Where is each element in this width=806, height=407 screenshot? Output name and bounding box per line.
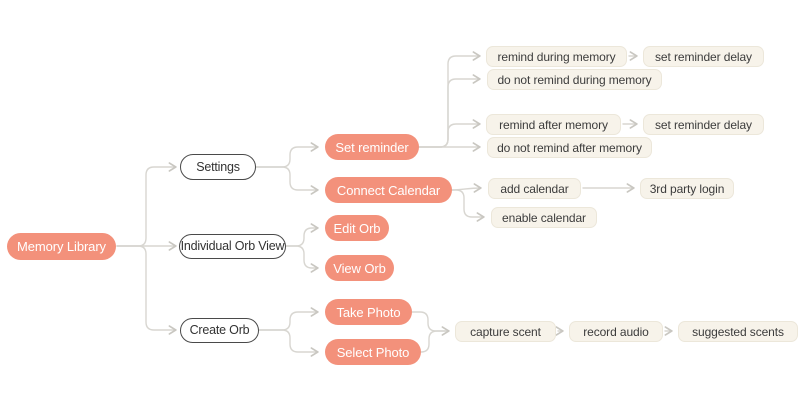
edge-select-photo-capture-scent — [420, 330, 447, 353]
edge-settings-set-reminder — [255, 142, 319, 168]
node-do-not-remind-during-memory: do not remind during memory — [487, 69, 662, 90]
node-do-not-remind-after-memory: do not remind after memory — [487, 137, 652, 158]
node-remind-during-memory: remind during memory — [486, 46, 627, 67]
node-connect-calendar: Connect Calendar — [325, 177, 452, 203]
edge-individual-orb-view-view-orb — [285, 245, 319, 273]
edge-create-orb-select-photo — [258, 329, 319, 357]
node-select-photo: Select Photo — [325, 339, 421, 365]
node-add-calendar: add calendar — [488, 178, 581, 199]
edge-take-photo-capture-scent — [411, 311, 450, 336]
node-set-reminder: Set reminder — [325, 134, 419, 160]
node-view-orb: View Orb — [325, 255, 394, 281]
node-edit-orb: Edit Orb — [325, 215, 389, 241]
edge-settings-connect-calendar — [255, 166, 319, 195]
edge-set-reminder-do-not-remind-during-memory — [418, 74, 481, 148]
node-set-reminder-delay-after: set reminder delay — [643, 114, 764, 135]
edge-memory-library-settings — [116, 162, 177, 247]
edge-connect-calendar-enable-calendar — [451, 189, 485, 222]
node-settings: Settings — [180, 154, 256, 180]
node-record-audio: record audio — [569, 321, 663, 342]
node-create-orb: Create Orb — [180, 318, 259, 343]
node-capture-scent: capture scent — [455, 321, 556, 342]
edge-memory-library-create-orb — [116, 245, 177, 335]
edge-set-reminder-remind-after-memory — [418, 119, 481, 148]
node-remind-after-memory: remind after memory — [486, 114, 621, 135]
node-suggested-scents: suggested scents — [678, 321, 798, 342]
node-take-photo: Take Photo — [325, 299, 412, 325]
node-third-party-login: 3rd party login — [640, 178, 734, 199]
node-memory-library: Memory Library — [7, 233, 116, 260]
edge-individual-orb-view-edit-orb — [285, 223, 319, 247]
edge-set-reminder-remind-during-memory — [418, 51, 481, 148]
node-enable-calendar: enable calendar — [491, 207, 597, 228]
node-set-reminder-delay-during: set reminder delay — [643, 46, 764, 67]
node-individual-orb-view: Individual Orb View — [179, 234, 286, 259]
edge-create-orb-take-photo — [258, 307, 319, 331]
